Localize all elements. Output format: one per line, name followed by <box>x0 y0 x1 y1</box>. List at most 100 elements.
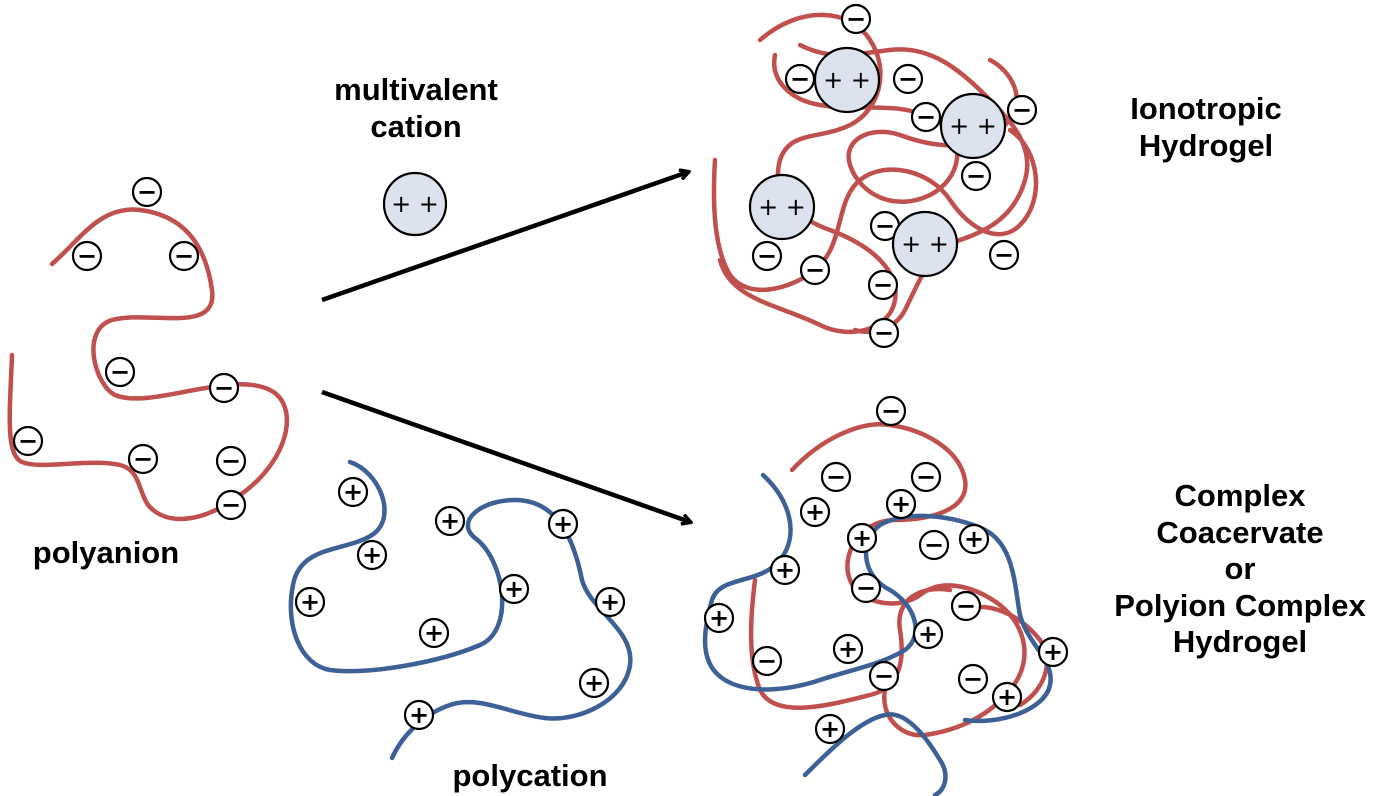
cation-charge: + <box>418 617 450 649</box>
svg-text:−: − <box>757 242 777 270</box>
polycation-label: polycation <box>452 758 608 793</box>
network-chain <box>711 127 1039 292</box>
polyanion-charges: − − − − − − − − − <box>12 176 247 521</box>
cation-charge: + <box>832 633 864 665</box>
multivalent-cation-label: multivalent cation <box>318 72 514 145</box>
anion-charge: − <box>875 395 907 427</box>
anion-charge: − <box>168 240 200 272</box>
cation-charge: + <box>991 681 1023 713</box>
svg-text:+: + <box>838 635 858 663</box>
svg-text:−: − <box>77 242 97 270</box>
svg-text:−: − <box>875 212 895 240</box>
svg-text:+ +: + + <box>758 193 806 221</box>
svg-text:−: − <box>916 463 936 491</box>
anion-charge: − <box>910 461 942 493</box>
coacervate-cation-charges: + + + + + + + + + + + <box>703 488 1069 745</box>
cation-charge: + <box>769 554 801 586</box>
polycation-network-chain <box>802 712 948 796</box>
svg-text:−: − <box>924 531 944 559</box>
svg-text:−: − <box>966 162 986 190</box>
svg-text:−: − <box>856 574 876 602</box>
anion-charge: − <box>208 372 240 404</box>
svg-text:−: − <box>873 271 893 299</box>
cation-charge: + <box>703 602 735 634</box>
svg-text:+: + <box>504 575 524 603</box>
polyanion-chain-line <box>7 207 290 522</box>
complex-coacervate-label-line3: or <box>1224 551 1256 587</box>
svg-text:−: − <box>221 447 241 475</box>
multivalent-cation-crosslink: + + <box>813 46 881 114</box>
svg-text:+: + <box>362 541 382 569</box>
anion-charge: − <box>850 572 882 604</box>
svg-text:+ +: + + <box>823 66 871 94</box>
anion-charge: − <box>131 176 163 208</box>
svg-text:+: + <box>409 701 429 729</box>
anion-charge: − <box>127 443 159 475</box>
cation-charge: + <box>356 539 388 571</box>
svg-text:−: − <box>846 5 866 33</box>
cation-charge: + <box>846 522 878 554</box>
svg-text:−: − <box>137 178 157 206</box>
svg-text:+: + <box>820 715 840 743</box>
svg-text:−: − <box>826 463 846 491</box>
complex-coacervate-label-line1: Complex <box>1174 478 1306 513</box>
anion-charge: − <box>104 356 136 388</box>
svg-text:−: − <box>133 445 153 473</box>
polyanion-label: polyanion <box>32 535 180 570</box>
cation-charge: + <box>337 476 369 508</box>
svg-text:+: + <box>891 490 911 518</box>
cation-charge: + <box>578 667 610 699</box>
polyanion-chain <box>7 207 290 522</box>
ionotropic-hydrogel-label-line1: Ionotropic <box>1130 91 1282 126</box>
complex-coacervate-label-line5: Hydrogel <box>1172 624 1308 660</box>
anion-charge: − <box>988 239 1020 271</box>
cation-charge: + <box>912 618 944 650</box>
svg-text:+: + <box>584 669 604 697</box>
svg-text:+ +: + + <box>901 230 949 258</box>
complex-coacervate-label-line2: Coacervate <box>1156 514 1324 550</box>
svg-text:+: + <box>343 478 363 506</box>
multivalent-cation-crosslink: + + <box>939 92 1007 160</box>
anion-charge: − <box>12 425 44 457</box>
anion-charge: − <box>1006 94 1038 126</box>
anion-charge: − <box>751 645 783 677</box>
anion-charge: − <box>215 445 247 477</box>
multivalent-cation-label-line2: cation <box>370 108 462 144</box>
ionotropic-anion-charges: − − − − − − − − − − − − <box>751 3 1038 349</box>
svg-text:−: − <box>214 374 234 402</box>
anion-charge: − <box>784 63 816 95</box>
svg-text:+: + <box>852 524 872 552</box>
svg-text:+: + <box>1043 638 1063 666</box>
anion-charge: − <box>799 254 831 286</box>
cation-charge: + <box>1037 636 1069 668</box>
polycation-chain-line <box>288 459 633 761</box>
anion-charge: − <box>751 240 783 272</box>
cation-charge: + <box>403 699 435 731</box>
svg-text:−: − <box>110 358 130 386</box>
svg-text:+: + <box>997 683 1017 711</box>
svg-text:−: − <box>956 592 976 620</box>
network-chain <box>797 42 1030 335</box>
cation-charge: + <box>885 488 917 520</box>
svg-text:−: − <box>174 242 194 270</box>
svg-text:+: + <box>300 588 320 616</box>
svg-text:−: − <box>898 65 918 93</box>
svg-text:−: − <box>881 397 901 425</box>
complex-coacervate-network <box>702 421 1053 796</box>
ionotropic-hydrogel-label: Ionotropic Hydrogel <box>1108 91 1304 164</box>
reaction-arrows <box>321 172 690 522</box>
anion-charge: − <box>892 63 924 95</box>
svg-text:+: + <box>964 525 984 553</box>
anion-charge: − <box>910 101 942 133</box>
svg-text:−: − <box>874 319 894 347</box>
cation-charge: + <box>958 523 990 555</box>
anion-charge: − <box>867 269 899 301</box>
svg-text:+ +: + + <box>391 190 439 218</box>
anion-charge: − <box>840 3 872 35</box>
svg-text:−: − <box>790 65 810 93</box>
arrow-to-ionotropic-hydrogel <box>321 172 688 303</box>
ionotropic-hydrogel-label-line2: Hydrogel <box>1138 127 1274 163</box>
svg-text:+: + <box>440 507 460 535</box>
svg-text:+: + <box>600 588 620 616</box>
